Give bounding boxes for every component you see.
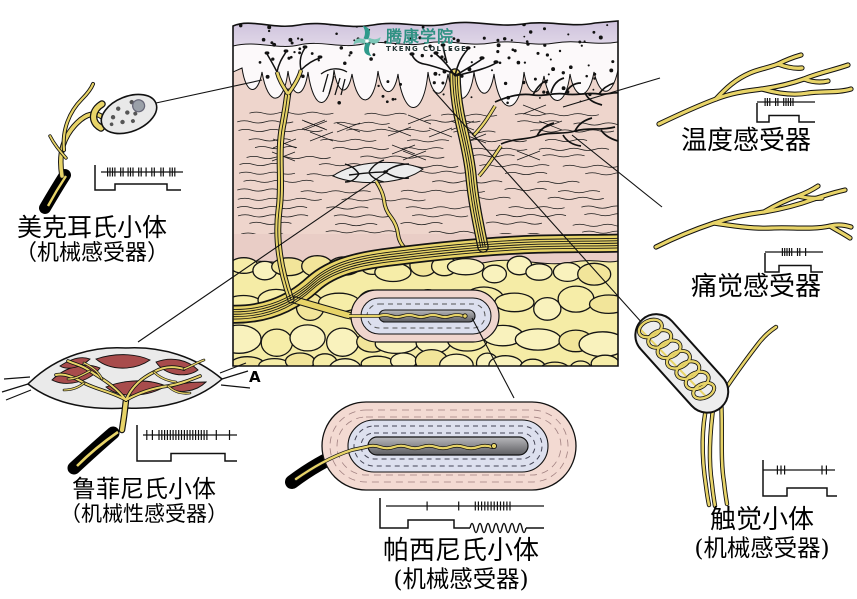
- label-pacinian: 帕西尼氏小体 (机械感受器): [350, 536, 572, 594]
- spike-train-ruffini: [136, 425, 237, 462]
- pain-ending-in-situ: [477, 117, 618, 178]
- leader-merkel: [155, 79, 263, 104]
- pain-inset-drawing: [653, 183, 854, 250]
- leader-ruffini: [137, 170, 389, 343]
- leader-temperature: [562, 77, 661, 108]
- pain-name: 痛觉感受器: [690, 272, 821, 302]
- spike-train-pacinian: [379, 498, 544, 534]
- temperature-name: 温度感受器: [680, 126, 811, 156]
- skin-cross-section: [233, 21, 618, 366]
- tactile-name: 触觉小体: [709, 505, 814, 535]
- merkel-type: （机械感受器）: [14, 241, 169, 266]
- tactile-nerve-coil: [637, 318, 716, 400]
- merkel-endings-center: [409, 43, 499, 77]
- spike-train-graphs: [94, 98, 837, 534]
- pacinian-type: (机械感受器): [393, 565, 529, 594]
- logo-name: 腾康学院: [386, 27, 455, 46]
- leader-pain: [571, 134, 663, 208]
- pinwheel-icon: [353, 25, 381, 57]
- logo-subtitle: TKENG COLLEGE: [386, 45, 468, 53]
- label-ruffini: 鲁菲尼氏小体 （机械性感受器）: [18, 476, 270, 526]
- ruffini-inset-drawing: [1, 346, 251, 475]
- merkel-name: 美克耳氏小体: [16, 213, 167, 242]
- nerve-bundle: [233, 68, 618, 324]
- skin-block-border: [232, 20, 619, 367]
- pacinian-inset-drawing: [285, 401, 577, 491]
- label-tactile: 触觉小体 (机械感受器): [663, 505, 857, 563]
- spike-train-temperature: [756, 98, 815, 123]
- label-temperature: 温度感受器: [660, 126, 832, 156]
- tactile-inset-drawing: [634, 313, 779, 509]
- spike-train-pain: [764, 248, 823, 273]
- merkel-inset-drawing: [39, 82, 158, 214]
- merkel-endings-left: [264, 45, 348, 96]
- spike-train-merkel: [94, 165, 183, 191]
- temperature-inset-drawing: [656, 52, 854, 127]
- epidermis-dots: [235, 21, 615, 105]
- leader-pacinian: [471, 317, 515, 399]
- label-merkel: 美克耳氏小体 （机械感受器）: [0, 214, 192, 267]
- logo: 腾康学院 TKENG COLLEGE: [351, 25, 467, 57]
- merkel-nucleus: [132, 99, 146, 113]
- tactile-type: (机械感受器): [694, 534, 830, 563]
- ruffini-in-situ: [332, 159, 424, 251]
- leader-tactile: [432, 89, 644, 325]
- spike-train-tactile: [762, 460, 837, 497]
- figure-label-a: A: [249, 368, 261, 386]
- ruffini-name: 鲁菲尼氏小体: [72, 475, 216, 503]
- ruffini-type: （机械性感受器）: [60, 501, 228, 526]
- pacinian-in-situ: [349, 289, 500, 343]
- label-pain: 痛觉感受器: [670, 272, 842, 302]
- pacinian-name: 帕西尼氏小体: [382, 536, 539, 566]
- leader-lines: [137, 77, 663, 399]
